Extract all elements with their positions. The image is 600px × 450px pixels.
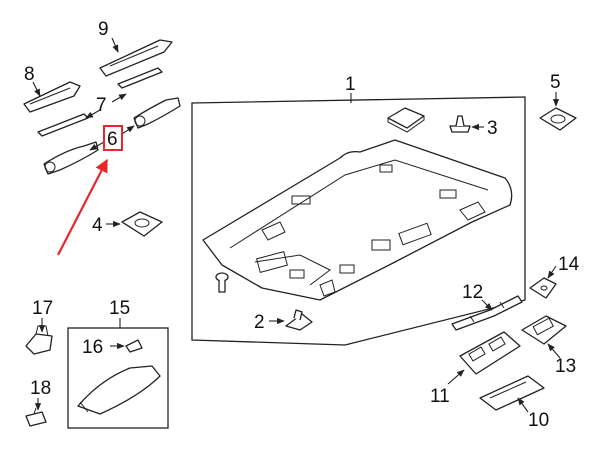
grab-handle-part-8[interactable] [23, 81, 81, 113]
callout-6: 6 [107, 129, 118, 150]
sun-visor-part[interactable] [77, 365, 161, 415]
callout-9: 9 [98, 19, 109, 40]
callout-5: 5 [550, 72, 561, 93]
plate-part-4[interactable] [121, 211, 163, 237]
headliner-part[interactable] [202, 139, 513, 301]
sun-visor-frame [67, 327, 169, 429]
callout-15: 15 [109, 298, 130, 319]
callout-7: 7 [96, 95, 107, 116]
callout-18: 18 [30, 378, 51, 399]
callout-6-highlight-box [103, 125, 123, 151]
trim-strip-part-9[interactable] [99, 39, 173, 77]
grab-handle-part-6b[interactable] [133, 97, 181, 129]
callout-8: 8 [24, 64, 35, 85]
callout-16: 16 [82, 337, 103, 358]
grab-handle-part-6a[interactable] [43, 141, 99, 175]
console-part-11[interactable] [459, 331, 521, 375]
headliner-frame [191, 96, 526, 346]
callout-3: 3 [487, 118, 498, 139]
push-pin-part[interactable] [215, 272, 229, 293]
clip-part-3[interactable] [449, 115, 471, 133]
clip-part-2[interactable] [285, 309, 313, 331]
callout-13: 13 [555, 356, 576, 377]
callout-1: 1 [345, 74, 356, 95]
callout-14: 14 [558, 254, 580, 275]
bracket-pad-part[interactable] [539, 107, 577, 131]
highlight-arrow [57, 158, 108, 256]
callout-17: 17 [32, 298, 53, 319]
callout-10: 10 [528, 410, 549, 431]
lamp-part-13[interactable] [521, 315, 567, 345]
trim-strip-small[interactable] [117, 67, 163, 89]
callout-12: 12 [462, 282, 483, 303]
clip-part-18[interactable] [25, 407, 47, 427]
callout-11: 11 [430, 386, 450, 407]
strip-part-7a[interactable] [37, 113, 89, 137]
bracket-part-17[interactable] [25, 325, 53, 355]
callout-4: 4 [92, 215, 103, 236]
lens-part-10[interactable] [479, 375, 545, 411]
visor-clip-part-16[interactable] [125, 339, 143, 353]
callout-2: 2 [254, 312, 265, 333]
bracket-part-14[interactable] [529, 277, 557, 299]
